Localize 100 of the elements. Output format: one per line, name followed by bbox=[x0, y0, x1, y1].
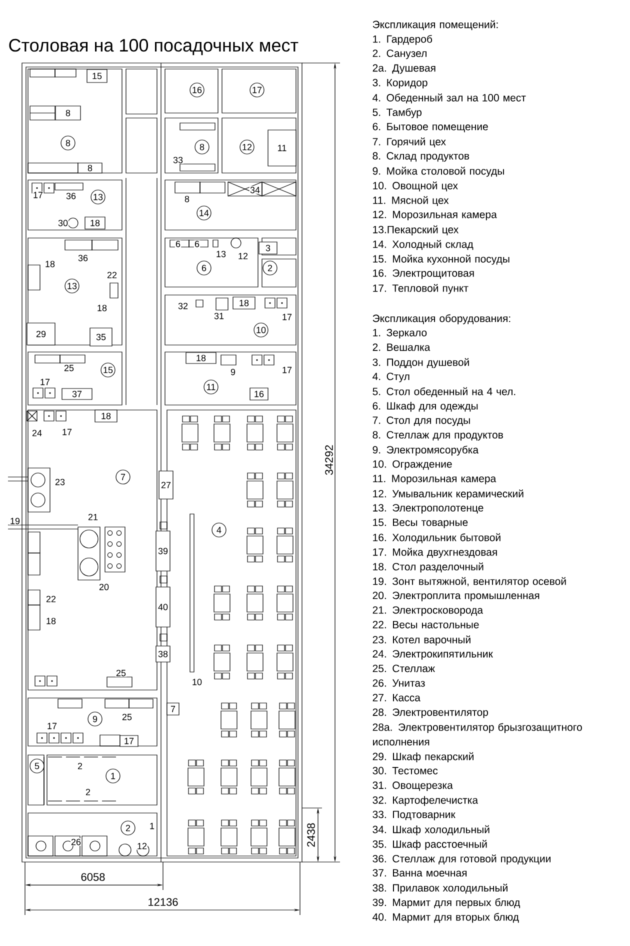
list-item: 23. Котел варочный bbox=[372, 636, 470, 646]
equipment-box: 11 bbox=[268, 130, 296, 166]
list-item: 4. Стул bbox=[372, 372, 410, 382]
list-item: 28. Электровентилятор bbox=[372, 708, 488, 718]
equipment-number: 17 bbox=[281, 366, 293, 374]
list-item: 38. Прилавок холодильный bbox=[372, 884, 508, 894]
equipment-number: 23 bbox=[54, 478, 66, 486]
list-item: 18. Стол разделочный bbox=[373, 562, 484, 572]
equipment-number: 34 bbox=[249, 186, 261, 194]
list-item: 35. Шкаф расстоечный bbox=[372, 840, 487, 850]
list-item: 7. Горячий цех bbox=[372, 138, 446, 148]
equipment-number: 10 bbox=[191, 678, 203, 686]
equipment-number: 2 bbox=[84, 788, 92, 796]
list-heading: Экспликация оборудования: bbox=[372, 314, 510, 324]
equipment-number: 21 bbox=[87, 513, 99, 521]
list-item: 5. Стол обеденный на 4 чел. bbox=[372, 387, 516, 398]
equipment-box: 17 bbox=[120, 735, 138, 747]
list-item: 33. Подтоварник bbox=[372, 810, 456, 820]
equipment-number: 17 bbox=[46, 722, 58, 730]
equipment-box: 37 bbox=[62, 388, 92, 400]
equipment-number: 18 bbox=[96, 304, 108, 312]
list-item: 39. Мармит для первых блюд bbox=[372, 898, 520, 908]
list-item: 26. Унитаз bbox=[372, 679, 425, 687]
list-item: 13.Пекарский цех bbox=[373, 225, 459, 236]
dimension-text: 12136 bbox=[147, 898, 179, 906]
equipment-number: 8 bbox=[184, 195, 190, 203]
list-item: 10. Ограждение bbox=[373, 460, 452, 470]
list-item: 13. Электрополотенце bbox=[373, 504, 484, 514]
list-item: 37. Ванна моечная bbox=[372, 869, 467, 877]
equipment-box: 29 bbox=[26, 322, 56, 346]
equipment-box: 38 bbox=[156, 646, 170, 662]
list-item: 9. Мойка столовой посуды bbox=[372, 166, 504, 177]
list-item: 17. Тепловой пункт bbox=[373, 284, 468, 294]
list-item: 32. Картофелечистка bbox=[372, 796, 478, 806]
list-item: 28а. Электровентилятор брызгозащитного исполнения bbox=[372, 723, 582, 746]
list-item: 36. Стеллаж для готовой продукции bbox=[372, 854, 550, 864]
list-item: 3. Коридор bbox=[372, 78, 428, 88]
list-item: 1. Зеркало bbox=[373, 328, 427, 338]
equipment-number: 17 bbox=[281, 313, 293, 321]
list-item: 3. Поддон душевой bbox=[372, 358, 469, 368]
equipment-number: 26 bbox=[70, 838, 82, 846]
equipment-number: 22 bbox=[106, 271, 118, 279]
list-item: 1. Гардероб bbox=[373, 34, 432, 45]
equipment-box: 18 bbox=[232, 296, 256, 310]
list-item: 29. Шкаф пекарский bbox=[372, 752, 474, 762]
equipment-number: 36 bbox=[65, 192, 77, 200]
equipment-number: 12 bbox=[136, 842, 148, 850]
equipment-box: 35 bbox=[90, 328, 112, 346]
list-item: 11. Морозильная камера bbox=[373, 474, 496, 484]
equipment-number: 24 bbox=[31, 429, 43, 437]
list-item: 16. Холодильник бытовой bbox=[373, 533, 500, 544]
list-item: 25. Стеллаж bbox=[372, 664, 435, 672]
list-item: 21. Электросковорода bbox=[372, 606, 484, 616]
list-item: 6. Бытовое помещение bbox=[372, 122, 488, 132]
list-item: 16. Электрощитовая bbox=[373, 269, 474, 279]
list-item: 2а. Душевая bbox=[372, 64, 436, 74]
list-item: 6. Шкаф для одежды bbox=[372, 402, 478, 412]
list-item: 8. Склад продуктов bbox=[372, 152, 470, 162]
equipment-box: 7 bbox=[166, 702, 180, 716]
list-item: 7. Стол для посуды bbox=[372, 416, 470, 426]
list-item: 40. Мармит для вторых блюд bbox=[372, 912, 519, 923]
list-item: 2. Вешалка bbox=[372, 344, 430, 351]
list-item: 4. Обеденный зал на 100 мест bbox=[372, 94, 526, 104]
list-item: 12. Умывальник керамический bbox=[373, 490, 524, 500]
equipment-number: 31 bbox=[213, 312, 225, 320]
equipment-box: 18 bbox=[94, 410, 118, 422]
equipment-number: 9 bbox=[230, 368, 236, 376]
list-item: 17. Мойка двухгнездовая bbox=[373, 548, 497, 558]
list-item: 11. Мясной цех bbox=[373, 196, 449, 206]
list-item: 31. Овощерезка bbox=[372, 782, 453, 792]
list-item: 10. Овощной цех bbox=[373, 181, 458, 192]
equipment-number: 17 bbox=[39, 378, 51, 386]
list-item: 22. Весы настольные bbox=[372, 620, 479, 628]
list-item: 34. Шкаф холодильный bbox=[372, 825, 490, 836]
equipment-number: 6 bbox=[174, 240, 182, 248]
equipment-number: 13 bbox=[215, 250, 227, 258]
equipment-number: 25 bbox=[63, 364, 75, 372]
equipment-number: 20 bbox=[98, 583, 110, 591]
equipment-number: 2 bbox=[76, 762, 84, 770]
equipment-box: 27 bbox=[158, 470, 174, 500]
title: Столовая на 100 посадочных мест bbox=[9, 38, 298, 56]
list-heading: Экспликация помещений: bbox=[372, 20, 498, 30]
equipment-box: 16 bbox=[250, 388, 268, 400]
equipment-number: 32 bbox=[177, 302, 189, 310]
list-item: 30. Тестомес bbox=[372, 766, 438, 774]
list-item: 2. Санузел bbox=[372, 50, 426, 60]
list-item: 12. Морозильная камера bbox=[373, 210, 497, 220]
list-item: 5. Тамбур bbox=[372, 108, 422, 118]
equipment-number: 17 bbox=[32, 191, 44, 199]
equipment-number: 30 bbox=[57, 219, 69, 227]
list-item: 8. Стеллаж для продуктов bbox=[372, 431, 503, 441]
equipment-box: 18 bbox=[186, 352, 216, 364]
equipment-number: 18 bbox=[45, 617, 57, 625]
equipment-number: 36 bbox=[77, 254, 89, 262]
equipment-number: 1 bbox=[148, 822, 156, 830]
equipment-box: 8 bbox=[55, 106, 81, 120]
equipment-number: 19 bbox=[9, 517, 21, 525]
equipment-number: 17 bbox=[61, 428, 73, 436]
equipment-number: 18 bbox=[44, 260, 56, 268]
equipment-number: 25 bbox=[115, 669, 127, 677]
